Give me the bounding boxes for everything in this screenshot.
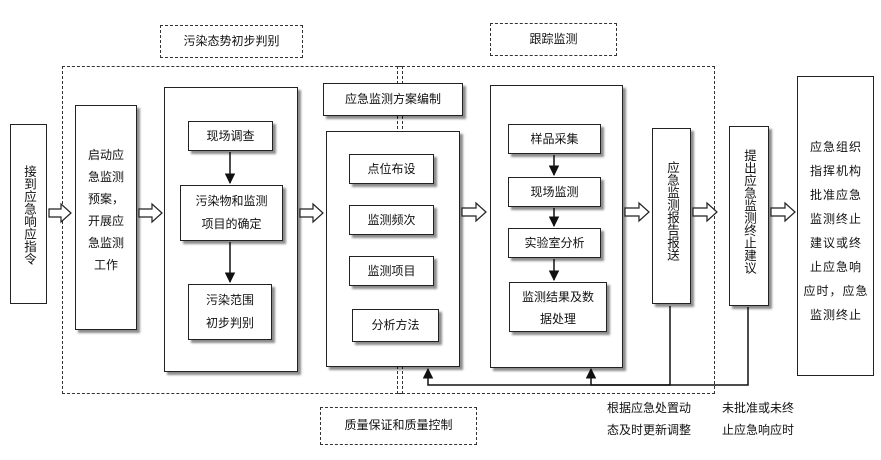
report-box: 应急监测报告报送 — [652, 128, 691, 304]
propose-termination-box: 提出应急监测终止建议 — [729, 126, 769, 306]
items-box: 监测项目 — [349, 256, 434, 286]
pollutant-items-box: 污染物和监测 项目的确定 — [180, 185, 283, 241]
tracking-monitoring-label: 跟踪监测 — [490, 23, 617, 56]
receive-command-box: 接到应急响应指令 — [10, 124, 47, 304]
frequency-box: 监测频次 — [349, 205, 434, 235]
lab-analysis-box: 实验室分析 — [508, 228, 601, 258]
pollution-scope-box: 污染范围 初步判别 — [188, 284, 272, 340]
data-processing-box: 监测结果及数 据处理 — [509, 282, 607, 332]
sampling-box: 样品采集 — [508, 124, 601, 154]
field-monitoring-box: 现场监测 — [508, 177, 601, 207]
plan-compilation-box: 应急监测方案编制 — [323, 83, 463, 116]
analysis-method-box: 分析方法 — [352, 309, 439, 342]
start-plan-text: 启动应 急监测 预案， 开展应 急监测 工作 — [87, 148, 124, 272]
point-layout-box: 点位布设 — [349, 154, 434, 184]
propose-termination-text: 提出应急监测终止建议 — [742, 149, 757, 274]
not-approved-note: 未批准或未终 止应急响应时 — [722, 401, 795, 437]
quality-control-label: 质量保证和质量控制 — [320, 407, 477, 445]
update-note: 根据应急处置动 态及时更新调整 — [607, 401, 692, 437]
final-termination-text: 应急组织 指挥机构 批准应急 监测终止 建议或终 止应急响 应时，应急 监测终止 — [803, 140, 869, 322]
start-plan-box: 启动应 急监测 预案， 开展应 急监测 工作 — [75, 105, 137, 330]
initial-judgment-label: 污染态势初步判别 — [160, 25, 303, 58]
final-termination-box: 应急组织 指挥机构 批准应急 监测终止 建议或终 止应急响 应时，应急 监测终止 — [797, 76, 874, 376]
report-text: 应急监测报告报送 — [665, 161, 680, 261]
block-arrow-7 — [770, 201, 796, 223]
receive-command-text: 接到应急响应指令 — [22, 165, 37, 265]
site-survey-box: 现场调查 — [188, 121, 273, 151]
